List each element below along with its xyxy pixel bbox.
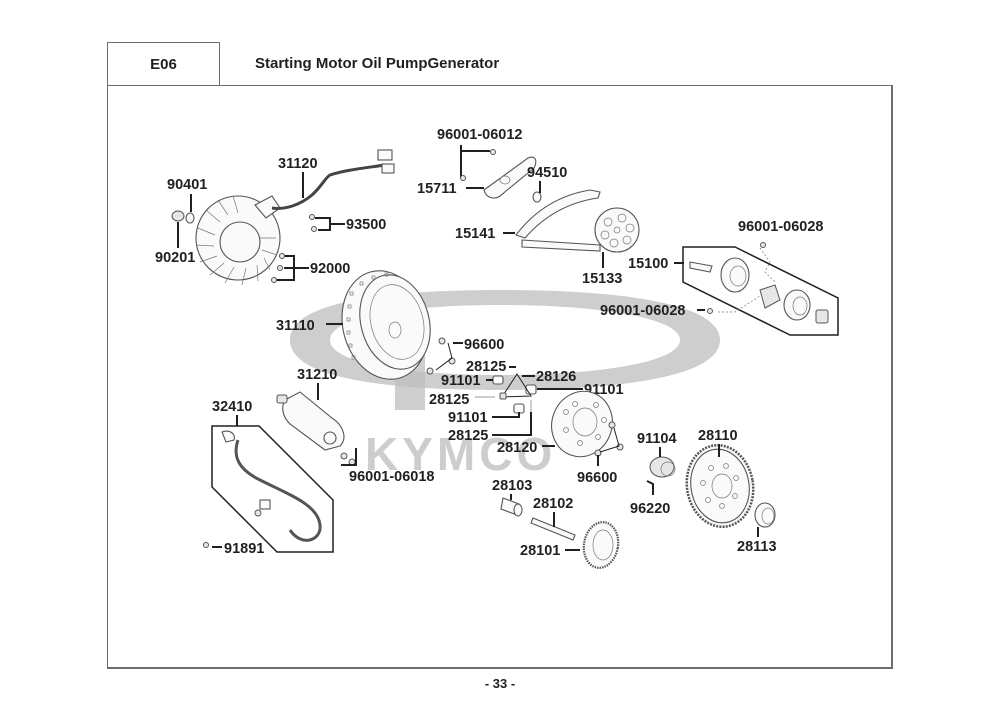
callout-31110[interactable]: 31110 <box>276 318 343 334</box>
callout-15141[interactable]: 15141 <box>455 226 515 242</box>
callout-15100[interactable]: 15100 <box>628 256 684 272</box>
svg-text:31120: 31120 <box>278 156 318 172</box>
svg-text:31110: 31110 <box>276 318 315 334</box>
callout-96001-06018[interactable]: 96001-06018 <box>349 469 434 485</box>
callout-31120[interactable]: 31120 <box>278 156 318 198</box>
callout-91101-left-top[interactable]: 91101 <box>441 373 493 389</box>
diagram-frame <box>107 85 893 669</box>
oil-pump-drawing <box>682 246 839 336</box>
svg-text:96001-06028: 96001-06028 <box>600 303 685 319</box>
svg-text:28103: 28103 <box>492 478 532 494</box>
svg-text:92000: 92000 <box>310 261 350 277</box>
callout-90401[interactable]: 90401 <box>167 177 207 212</box>
callout-28120[interactable]: 28120 <box>497 440 555 456</box>
starting-motor-drawing <box>276 391 357 466</box>
callout-91101-left-bottom[interactable]: 91101 <box>448 410 520 426</box>
callout-96600-top[interactable]: 96600 <box>453 337 504 353</box>
callout-32410[interactable]: 32410 <box>212 399 252 426</box>
svg-text:32410: 32410 <box>212 399 252 415</box>
svg-text:91101: 91101 <box>441 373 481 389</box>
callout-96220[interactable]: 96220 <box>630 501 670 517</box>
callout-96001-06012[interactable]: 96001-06012 <box>437 127 522 181</box>
svg-text:28125: 28125 <box>466 359 506 375</box>
svg-text:15711: 15711 <box>417 181 457 197</box>
svg-text:28125: 28125 <box>448 428 488 444</box>
callout-28126[interactable]: 28126 <box>522 369 576 385</box>
svg-text:91104: 91104 <box>637 431 677 447</box>
callout-96600-bottom[interactable]: 96600 <box>577 455 617 486</box>
svg-text:28125: 28125 <box>429 392 469 408</box>
svg-text:96001-06028: 96001-06028 <box>738 219 823 235</box>
callout-28125-middle[interactable]: 28125 <box>429 392 469 408</box>
svg-text:91101: 91101 <box>448 410 488 426</box>
svg-text:15133: 15133 <box>582 271 622 287</box>
flywheel-drawing <box>341 270 431 380</box>
svg-text:96220: 96220 <box>630 501 670 517</box>
svg-text:15100: 15100 <box>628 256 668 272</box>
callout-28101[interactable]: 28101 <box>520 543 580 559</box>
stator-drawing <box>171 149 395 286</box>
svg-text:90401: 90401 <box>167 177 207 193</box>
callout-96001-06028-top[interactable]: 96001-06028 <box>738 219 823 248</box>
svg-text:93500: 93500 <box>346 217 386 233</box>
svg-text:94510: 94510 <box>527 165 567 181</box>
callout-94510[interactable]: 94510 <box>527 165 567 193</box>
pump-cover-drawing <box>483 156 640 253</box>
section-code: E06 <box>107 42 220 86</box>
callout-28125-bottom[interactable]: 28125 <box>448 412 532 444</box>
starter-clutch-drawing <box>551 390 624 458</box>
callout-91104[interactable]: 91104 <box>637 431 677 457</box>
callout-90201[interactable]: 90201 <box>155 222 195 266</box>
svg-text:28126: 28126 <box>536 369 576 385</box>
clutch-small-parts <box>426 337 537 414</box>
callout-28125-top[interactable]: 28125 <box>466 359 516 375</box>
callout-93500[interactable]: 93500 <box>309 214 387 234</box>
watermark-text: KYMCO <box>365 428 556 480</box>
needle-bearing-drawing <box>646 456 676 495</box>
svg-text:15141: 15141 <box>455 226 495 242</box>
callout-15133[interactable]: 15133 <box>582 252 622 287</box>
callout-28113[interactable]: 28113 <box>737 527 777 555</box>
starter-cable-drawing <box>211 425 334 553</box>
callout-28102[interactable]: 28102 <box>533 496 573 527</box>
svg-text:28101: 28101 <box>520 543 560 559</box>
svg-text:90201: 90201 <box>155 250 195 266</box>
svg-text:28110: 28110 <box>698 428 738 444</box>
svg-text:96600: 96600 <box>577 470 617 486</box>
svg-text:28113: 28113 <box>737 539 777 555</box>
page-number: - 33 - <box>484 676 516 691</box>
svg-text:96001-06012: 96001-06012 <box>437 127 522 143</box>
callout-92000[interactable]: 92000 <box>271 253 351 283</box>
callout-96001-06028-bottom[interactable]: 96001-06028 <box>600 303 713 319</box>
callout-31210[interactable]: 31210 <box>297 367 337 400</box>
svg-text:91891: 91891 <box>224 541 264 557</box>
callout-15711[interactable]: 15711 <box>417 181 484 197</box>
svg-text:31210: 31210 <box>297 367 337 383</box>
callout-91891[interactable]: 91891 <box>203 541 265 557</box>
idle-gear-drawing <box>500 497 620 569</box>
callout-28110[interactable]: 28110 <box>698 428 738 457</box>
page-title: Starting Motor Oil PumpGenerator <box>255 55 500 72</box>
svg-text:96600: 96600 <box>464 337 504 353</box>
driven-gear-drawing <box>685 443 776 529</box>
svg-text:96001-06018: 96001-06018 <box>349 469 434 485</box>
callout-28103[interactable]: 28103 <box>492 478 532 500</box>
svg-text:28102: 28102 <box>533 496 573 512</box>
svg-text:28120: 28120 <box>497 440 537 456</box>
